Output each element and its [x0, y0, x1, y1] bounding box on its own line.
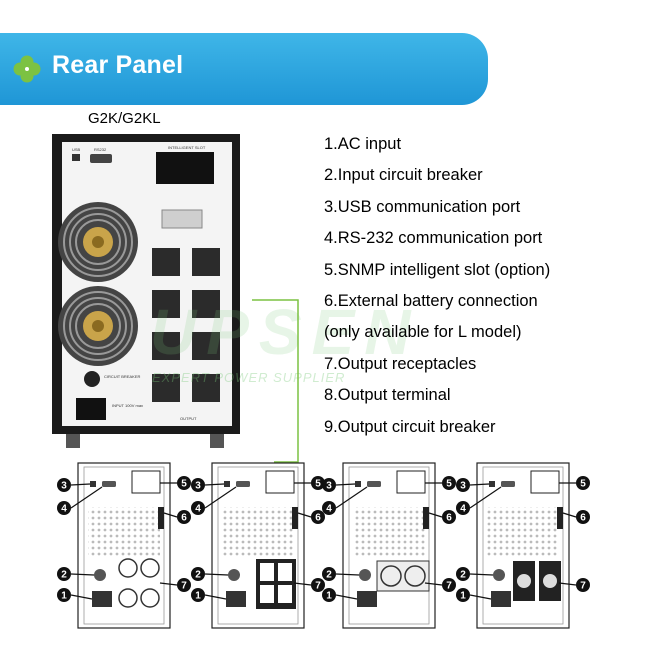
callout-7: 7 [177, 578, 191, 592]
svg-text:7: 7 [446, 581, 452, 592]
fan-lower [58, 286, 138, 366]
list-item: 9.Output circuit breaker [324, 417, 496, 436]
unit-diagram [77, 462, 171, 629]
svg-text:1: 1 [61, 591, 67, 602]
callout-1: 1 [322, 588, 336, 602]
callout-7: 7 [576, 578, 590, 592]
svg-text:3: 3 [195, 481, 201, 492]
callout-5: 5 [177, 476, 191, 490]
circuit-breaker [84, 371, 100, 387]
feature-list: 1.AC input 2.Input circuit breaker 3.USB… [324, 132, 550, 446]
svg-text:6: 6 [580, 513, 586, 524]
usb-label: USB [72, 147, 81, 152]
callout-7: 7 [311, 578, 325, 592]
callout-3: 3 [322, 478, 336, 492]
svg-text:2: 2 [460, 570, 466, 581]
model-diagrams: 3 4 2 1 5 6 7 3 4 2 1 5 6 7 3 4 2 1 5 6 7 3 4 2 1 5 6 7 [57, 462, 590, 629]
svg-text:1: 1 [326, 591, 332, 602]
callout-4: 4 [57, 501, 71, 515]
output-receptacles [152, 248, 220, 402]
list-item: 1.AC input [324, 135, 402, 153]
list-item: 6.External battery connection [324, 291, 538, 310]
callout-3: 3 [57, 478, 71, 492]
svg-text:7: 7 [315, 581, 321, 592]
callout-6: 6 [311, 510, 325, 524]
callout-5: 5 [576, 476, 590, 490]
svg-text:4: 4 [61, 504, 67, 515]
unit-diagram [476, 462, 570, 629]
svg-text:1: 1 [195, 591, 201, 602]
callout-2: 2 [57, 567, 71, 581]
header-banner: Rear Panel [0, 33, 488, 105]
intelligent-slot [156, 152, 214, 184]
svg-text:3: 3 [460, 481, 466, 492]
svg-text:5: 5 [580, 479, 586, 490]
fan-upper [58, 202, 138, 282]
ups-rear-panel: USB RS232 INTELLIGENT SLOT CIRCUIT BREAK… [52, 134, 240, 448]
callout-1: 1 [456, 588, 470, 602]
slot-label: INTELLIGENT SLOT [168, 145, 206, 150]
callout-5: 5 [442, 476, 456, 490]
model-label: G2K/G2KL [88, 110, 161, 127]
svg-text:3: 3 [326, 481, 332, 492]
list-item: 5.SNMP intelligent slot (option) [324, 260, 551, 279]
list-item: (only available for L model) [324, 323, 522, 342]
callout-4: 4 [456, 501, 470, 515]
callout-6: 6 [442, 510, 456, 524]
slot-plate [161, 209, 203, 229]
callout-6: 6 [576, 510, 590, 524]
svg-text:7: 7 [580, 581, 586, 592]
list-item: 4.RS-232 communication port [324, 229, 543, 248]
callout-4: 4 [191, 501, 205, 515]
watermark-logo: UPSEN [150, 296, 421, 368]
input-label: INPUT 100V max [112, 403, 143, 408]
callout-1: 1 [191, 588, 205, 602]
callout-3: 3 [456, 478, 470, 492]
svg-text:2: 2 [61, 570, 67, 581]
svg-text:2: 2 [195, 570, 201, 581]
rs232-label: RS232 [94, 147, 107, 152]
svg-text:4: 4 [326, 504, 332, 515]
output-label: OUTPUT [180, 416, 197, 421]
callout-5: 5 [311, 476, 325, 490]
page-title: Rear Panel [52, 51, 184, 79]
list-item: 2.Input circuit breaker [324, 166, 483, 185]
svg-text:5: 5 [315, 479, 321, 490]
unit-diagram [211, 462, 305, 629]
list-item: 3.USB communication port [324, 197, 521, 216]
svg-text:4: 4 [195, 504, 201, 515]
svg-text:7: 7 [181, 581, 187, 592]
rs232-port [90, 154, 112, 163]
list-item: 8.Output terminal [324, 386, 451, 405]
svg-text:6: 6 [181, 513, 187, 524]
callout-1: 1 [57, 588, 71, 602]
callout-6: 6 [177, 510, 191, 524]
svg-text:6: 6 [446, 513, 452, 524]
callout-2: 2 [322, 567, 336, 581]
svg-text:3: 3 [61, 481, 67, 492]
svg-text:2: 2 [326, 570, 332, 581]
breaker-label: CIRCUIT BREAKER [104, 374, 140, 379]
watermark-tagline: EXPERT POWER SUPPLIER [152, 370, 346, 385]
svg-text:5: 5 [446, 479, 452, 490]
svg-text:1: 1 [460, 591, 466, 602]
foot-left [66, 434, 80, 448]
callout-2: 2 [456, 567, 470, 581]
callout-3: 3 [191, 478, 205, 492]
foot-right [210, 434, 224, 448]
list-item: 7.Output receptacles [324, 354, 477, 373]
svg-text:6: 6 [315, 513, 321, 524]
callout-2: 2 [191, 567, 205, 581]
svg-text:4: 4 [460, 504, 466, 515]
usb-port [72, 154, 80, 161]
callout-7: 7 [442, 578, 456, 592]
unit-diagram [342, 462, 436, 629]
ac-input [76, 398, 106, 420]
clover-icon [13, 55, 41, 83]
callout-4: 4 [322, 501, 336, 515]
svg-text:5: 5 [181, 479, 187, 490]
